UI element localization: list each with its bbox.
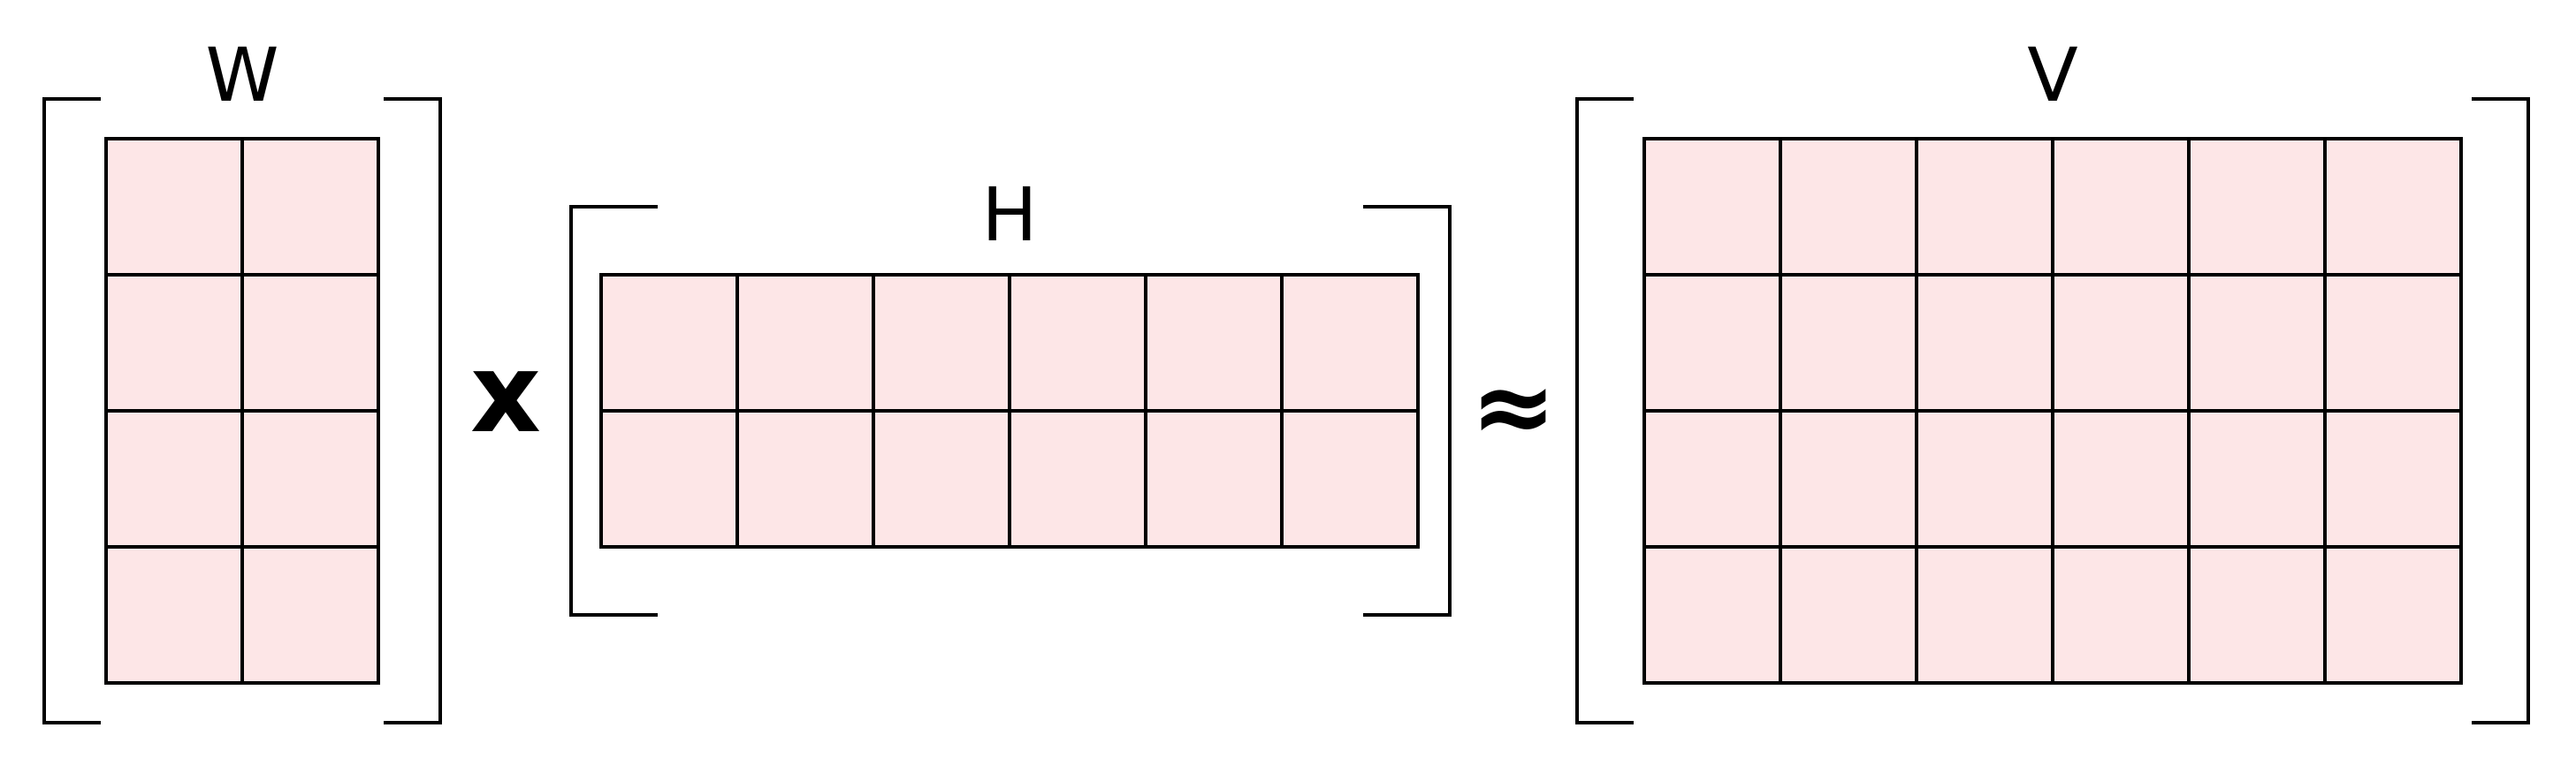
matrix-v-cell bbox=[2187, 137, 2327, 277]
matrix-h-cell bbox=[1280, 409, 1420, 549]
matrix-h-cell bbox=[872, 273, 1011, 413]
matrix-w-cell bbox=[240, 545, 380, 685]
matrix-h-cell bbox=[735, 273, 875, 413]
matrix-v-cell bbox=[1779, 137, 1918, 277]
matrix-w-right-bracket bbox=[384, 97, 442, 724]
multiply-operator: x bbox=[470, 330, 541, 458]
matrix-v-cell bbox=[1779, 545, 1918, 685]
approx-operator: ≈ bbox=[1470, 347, 1556, 466]
matrix-h-cells bbox=[599, 273, 1420, 549]
matrix-h-label: H bbox=[981, 171, 1037, 258]
matrix-h-cell bbox=[1144, 273, 1284, 413]
matrix-v-cell bbox=[2051, 137, 2191, 277]
matrix-w-cells bbox=[104, 137, 380, 685]
matrix-v-cell bbox=[2187, 273, 2327, 413]
matrix-v-left-bracket bbox=[1575, 97, 1634, 724]
matrix-v-cell bbox=[2323, 273, 2463, 413]
matrix-w-cell bbox=[104, 273, 244, 413]
matrix-v-cell bbox=[1642, 409, 1782, 549]
matrix-w-left-bracket bbox=[42, 97, 101, 724]
matrix-v-cell bbox=[1915, 545, 2054, 685]
matrix-v-cell bbox=[1779, 409, 1918, 549]
matrix-v-cell bbox=[1642, 545, 1782, 685]
matrix-v-cell bbox=[2323, 137, 2463, 277]
matrix-w-cell bbox=[104, 409, 244, 549]
matrix-v-cell bbox=[1915, 409, 2054, 549]
matrix-v-cell bbox=[1642, 137, 1782, 277]
matrix-v-cell bbox=[2323, 545, 2463, 685]
matrix-v-cell bbox=[1642, 273, 1782, 413]
matrix-w-label: W bbox=[205, 32, 278, 118]
matrix-h-cell bbox=[599, 409, 739, 549]
matrix-v-cell bbox=[2323, 409, 2463, 549]
matrix-h-cell bbox=[1008, 409, 1147, 549]
matrix-v-cell bbox=[2187, 545, 2327, 685]
matrix-w-cell bbox=[240, 409, 380, 549]
matrix-h-left-bracket bbox=[569, 205, 658, 617]
matrix-v-cell bbox=[2051, 273, 2191, 413]
matrix-v-cell bbox=[2051, 409, 2191, 549]
matrix-h-cell bbox=[1144, 409, 1284, 549]
matrix-h: H bbox=[569, 171, 1452, 617]
matrix-w-cell bbox=[104, 545, 244, 685]
matrix-h-cell bbox=[735, 409, 875, 549]
matrix-v-cells bbox=[1642, 137, 2463, 685]
matrix-h-cell bbox=[1008, 273, 1147, 413]
matrix-v-cell bbox=[1915, 273, 2054, 413]
matrix-v-cell bbox=[1915, 137, 2054, 277]
matrix-v-right-bracket bbox=[2472, 97, 2530, 724]
matrix-h-cell bbox=[872, 409, 1011, 549]
matrix-w-cell bbox=[240, 137, 380, 277]
matrix-h-right-bracket bbox=[1363, 205, 1452, 617]
matrix-h-cell bbox=[1280, 273, 1420, 413]
matrix-v-cell bbox=[1779, 273, 1918, 413]
matrix-h-cell bbox=[599, 273, 739, 413]
matrix-v-cell bbox=[2187, 409, 2327, 549]
matrix-v-cell bbox=[2051, 545, 2191, 685]
matrix-w: W bbox=[42, 32, 442, 724]
matrix-v: V bbox=[1575, 32, 2530, 724]
matrix-w-cell bbox=[240, 273, 380, 413]
matrix-w-cell bbox=[104, 137, 244, 277]
matrix-v-label: V bbox=[2027, 32, 2077, 118]
